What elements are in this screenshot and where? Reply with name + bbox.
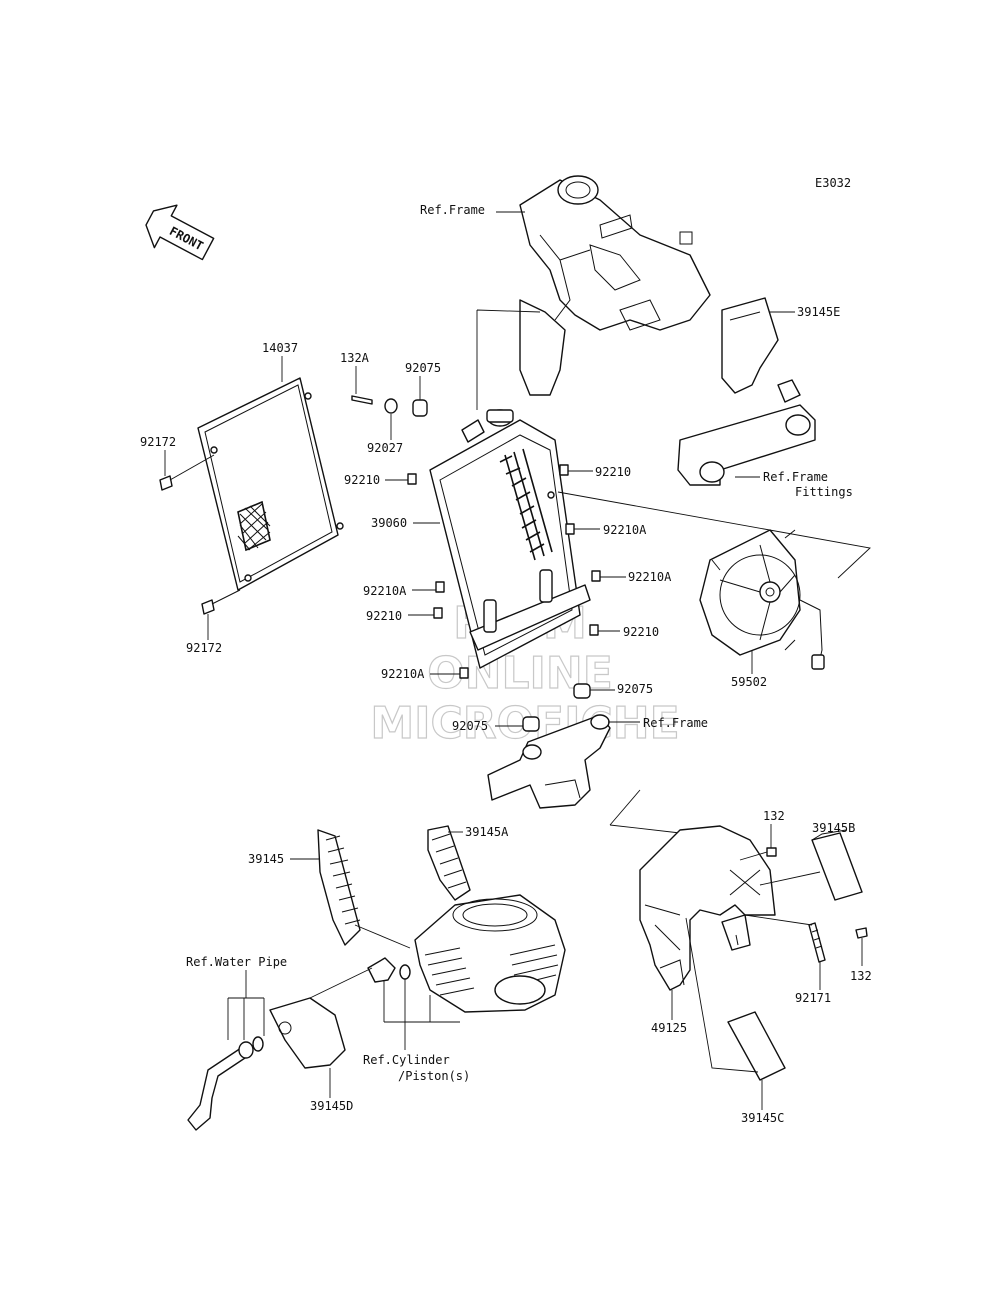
label-39145B: 39145B [812, 821, 855, 835]
label-ref-cylinder-2: /Piston(s) [398, 1069, 470, 1083]
cover-39145A [427, 825, 471, 901]
label-92210A-left2: 92210A [381, 667, 425, 681]
clip-92210-left2 [433, 607, 443, 619]
frame-ref-top [476, 175, 711, 410]
label-ref-frame-fittings-2: Fittings [795, 485, 853, 499]
frame-fittings [677, 379, 816, 486]
label-ref-water-pipe: Ref.Water Pipe [186, 955, 287, 969]
bolt-132-right [855, 927, 868, 939]
label-39145C: 39145C [741, 1111, 784, 1125]
label-92210A-right1: 92210A [603, 523, 647, 537]
cylinder-ref [354, 894, 566, 1023]
label-92210A-left1: 92210A [363, 584, 407, 598]
label-92210-right2: 92210 [623, 625, 659, 639]
cover-39145 [317, 829, 361, 946]
pad-39145B [811, 829, 863, 901]
label-ref-frame-fittings-1: Ref.Frame [763, 470, 828, 484]
label-14037: 14037 [262, 341, 298, 355]
label-92172-bottom: 92172 [186, 641, 222, 655]
bolt-92172-bottom [201, 589, 241, 615]
collar-92027 [384, 398, 398, 414]
bolt-132-top [766, 847, 777, 857]
label-39145: 39145 [248, 852, 284, 866]
label-92210-left1: 92210 [344, 473, 380, 487]
label-59502: 59502 [731, 675, 767, 689]
label-ref-frame-mid: Ref.Frame [643, 716, 708, 730]
fan-59502 [557, 491, 871, 670]
clip-92210-right1 [559, 464, 569, 476]
grommet-92075-left [522, 716, 540, 732]
clip-92210A-left1 [435, 581, 445, 593]
label-92027: 92027 [367, 441, 403, 455]
label-ref-cylinder-1: Ref.Cylinder [363, 1053, 450, 1067]
label-92210A-right2: 92210A [628, 570, 672, 584]
label-132-top: 132 [763, 809, 785, 823]
clip-92210-left1 [407, 473, 417, 485]
label-92210-right1: 92210 [595, 465, 631, 479]
label-132-right: 132 [850, 969, 872, 983]
label-92075-top: 92075 [405, 361, 441, 375]
label-92210-left2: 92210 [366, 609, 402, 623]
label-92171: 92171 [795, 991, 831, 1005]
label-132A: 132A [340, 351, 370, 365]
label-39060: 39060 [371, 516, 407, 530]
label-39145E: 39145E [797, 305, 840, 319]
bolt-92172-top [159, 454, 215, 491]
label-92172-top: 92172 [140, 435, 176, 449]
label-92075-left: 92075 [452, 719, 488, 733]
radiator-screen-14037 [197, 377, 344, 591]
diagram-code: E3032 [815, 176, 851, 190]
clip-92210A-left2 [459, 667, 469, 679]
clip-92210A-right1 [565, 523, 575, 535]
stud-92171 [808, 922, 826, 963]
cover-49125 [609, 789, 776, 991]
water-pipe-ref [187, 997, 265, 1131]
label-49125: 49125 [651, 1021, 687, 1035]
pad-39145C [727, 1011, 786, 1081]
clip-92210-right2 [589, 624, 599, 636]
radiator-39060 [429, 409, 591, 669]
front-arrow-icon: FRONT [145, 204, 215, 261]
label-39145A: 39145A [465, 825, 509, 839]
bolt-132A [351, 395, 373, 405]
label-39145D: 39145D [310, 1099, 353, 1113]
clip-92210A-right2 [591, 570, 601, 582]
frame-ref-mid [487, 714, 611, 809]
label-ref-frame-top: Ref.Frame [420, 203, 485, 217]
cover-39145D [269, 967, 373, 1069]
cover-39145E [721, 297, 779, 394]
label-92075-right: 92075 [617, 682, 653, 696]
grommet-92075-right [573, 683, 591, 699]
elbow-fitting [367, 957, 411, 983]
grommet-92075-top [412, 399, 428, 417]
